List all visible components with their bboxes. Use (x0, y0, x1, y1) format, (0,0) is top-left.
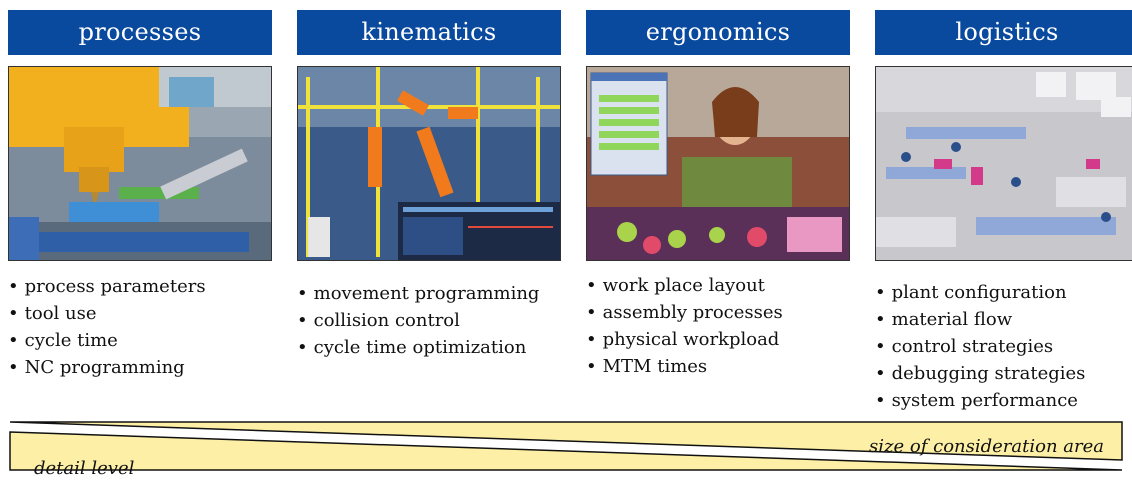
bullet-item: work place layout (586, 272, 850, 299)
bullet-item: tool use (8, 300, 272, 327)
bullet-item: MTM times (586, 353, 850, 380)
bullet-list-ergonomics: work place layout assembly processes phy… (586, 272, 850, 380)
bullet-item: process parameters (8, 273, 272, 300)
scale-wedges (0, 418, 1132, 491)
plant-layout-image (875, 66, 1132, 261)
bullet-item: NC programming (8, 354, 272, 381)
robot-cell-image (297, 66, 561, 261)
header-ergonomics: ergonomics (586, 10, 850, 55)
size-of-consideration-label: size of consideration area (869, 436, 1104, 457)
bullet-list-kinematics: movement programming collision control c… (297, 280, 561, 361)
milling-machine-image (8, 66, 272, 261)
header-processes: processes (8, 10, 272, 55)
column-kinematics: kinematics movement (297, 10, 561, 361)
column-processes: processes process parameters tool use cy… (8, 10, 272, 381)
bullet-item: material flow (875, 306, 1132, 333)
bullet-item: debugging strategies (875, 360, 1132, 387)
header-logistics: logistics (875, 10, 1132, 55)
header-kinematics: kinematics (297, 10, 561, 55)
column-logistics: logistics (875, 10, 1132, 414)
bullet-item: physical workpload (586, 326, 850, 353)
worker-simulation-image (586, 66, 850, 261)
detail-wedge (9, 431, 1123, 471)
column-ergonomics: ergonomics (586, 10, 850, 380)
bullet-item: control strategies (875, 333, 1132, 360)
bullet-item: cycle time optimization (297, 334, 561, 361)
size-wedge (9, 421, 1123, 461)
bullet-item: cycle time (8, 327, 272, 354)
bullet-item: collision control (297, 307, 561, 334)
detail-level-label: detail level (34, 458, 135, 479)
bullet-item: system performance (875, 387, 1132, 414)
bullet-item: assembly processes (586, 299, 850, 326)
bullet-item: plant configuration (875, 279, 1132, 306)
bullet-list-logistics: plant configuration material flow contro… (875, 279, 1132, 414)
bullet-list-processes: process parameters tool use cycle time N… (8, 273, 272, 381)
bullet-item: movement programming (297, 280, 561, 307)
